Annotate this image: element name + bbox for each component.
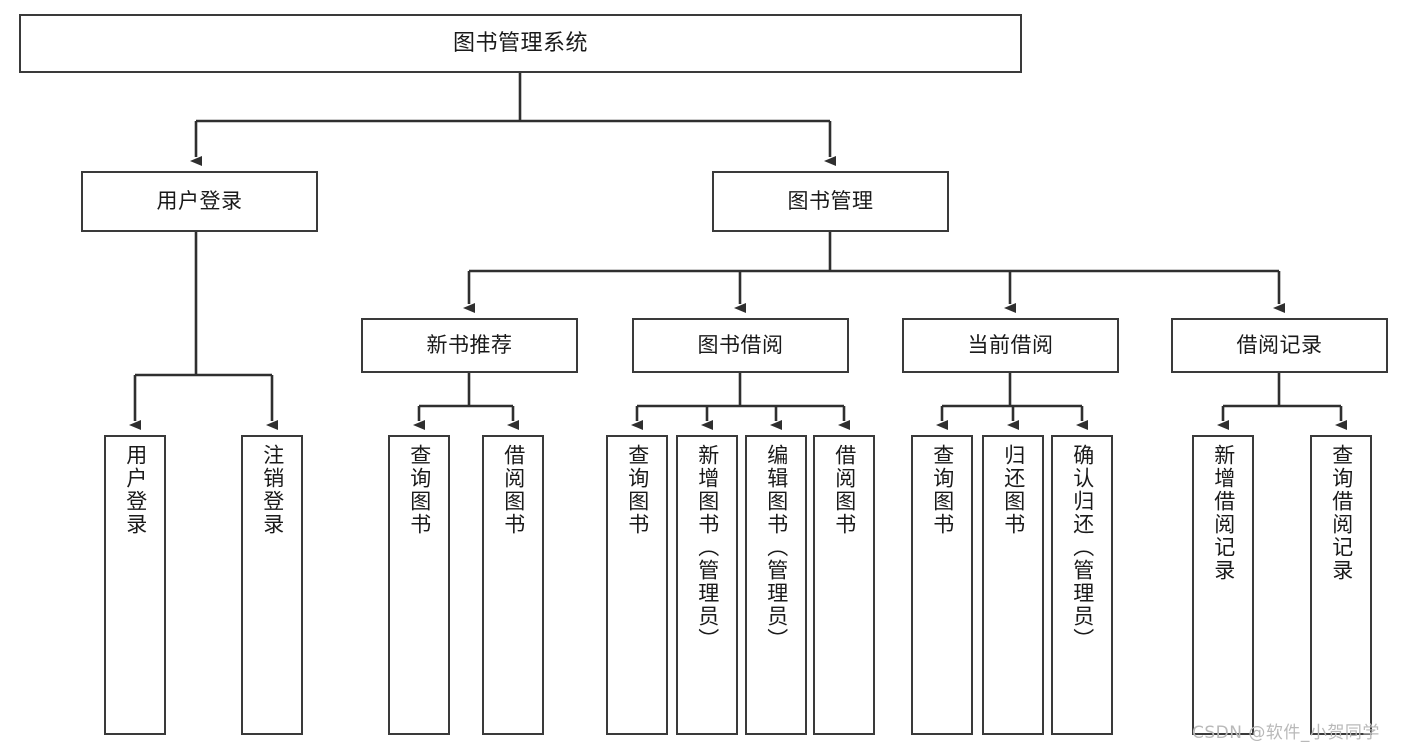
node-label: 新增图书（管理员） xyxy=(695,444,720,651)
node-label: 用户登录 xyxy=(156,189,243,213)
node-user-login[interactable]: 用户登录 xyxy=(81,171,318,232)
node-current-borrowing[interactable]: 当前借阅 xyxy=(902,318,1119,373)
leaf-add-borrow-record[interactable]: 新增借阅记录 xyxy=(1192,435,1254,735)
node-root-book-management-system[interactable]: 图书管理系统 xyxy=(19,14,1022,73)
node-label: 借阅图书 xyxy=(501,444,526,536)
csdn-watermark: CSDN @软件_小贺同学 xyxy=(1192,723,1380,743)
leaf-borrow-books[interactable]: 借阅图书 xyxy=(813,435,875,735)
node-label: 图书借阅 xyxy=(697,333,784,357)
node-book-borrowing[interactable]: 图书借阅 xyxy=(632,318,849,373)
node-label: 图书管理 xyxy=(787,189,874,213)
node-new-book-recommendation[interactable]: 新书推荐 xyxy=(361,318,578,373)
node-label: 当前借阅 xyxy=(967,333,1054,357)
node-label: 新增借阅记录 xyxy=(1211,444,1236,582)
node-label: 借阅记录 xyxy=(1236,333,1323,357)
node-label: 查询图书 xyxy=(407,444,432,536)
leaf-return-books[interactable]: 归还图书 xyxy=(982,435,1044,735)
node-borrowing-records[interactable]: 借阅记录 xyxy=(1171,318,1388,373)
leaf-user-login[interactable]: 用户登录 xyxy=(104,435,166,735)
leaf-query-books-borrowing[interactable]: 查询图书 xyxy=(606,435,668,735)
node-label: 用户登录 xyxy=(123,444,148,536)
node-label: 新书推荐 xyxy=(426,333,513,357)
node-label: 图书管理系统 xyxy=(452,30,588,56)
node-label: 编辑图书（管理员） xyxy=(764,444,789,651)
node-label: 查询图书 xyxy=(625,444,650,536)
node-label: 确认归还（管理员） xyxy=(1070,444,1095,651)
leaf-edit-book-admin[interactable]: 编辑图书（管理员） xyxy=(745,435,807,735)
leaf-confirm-return-admin[interactable]: 确认归还（管理员） xyxy=(1051,435,1113,735)
node-label: 借阅图书 xyxy=(832,444,857,536)
node-label: 查询图书 xyxy=(930,444,955,536)
node-label: 归还图书 xyxy=(1001,444,1026,536)
leaf-query-books-current[interactable]: 查询图书 xyxy=(911,435,973,735)
leaf-logout[interactable]: 注销登录 xyxy=(241,435,303,735)
leaf-query-borrow-record[interactable]: 查询借阅记录 xyxy=(1310,435,1372,735)
leaf-query-books-newbook[interactable]: 查询图书 xyxy=(388,435,450,735)
node-label: 注销登录 xyxy=(260,444,285,536)
leaf-add-book-admin[interactable]: 新增图书（管理员） xyxy=(676,435,738,735)
node-label: 查询借阅记录 xyxy=(1329,444,1354,582)
leaf-borrow-books-newbook[interactable]: 借阅图书 xyxy=(482,435,544,735)
node-book-management[interactable]: 图书管理 xyxy=(712,171,949,232)
